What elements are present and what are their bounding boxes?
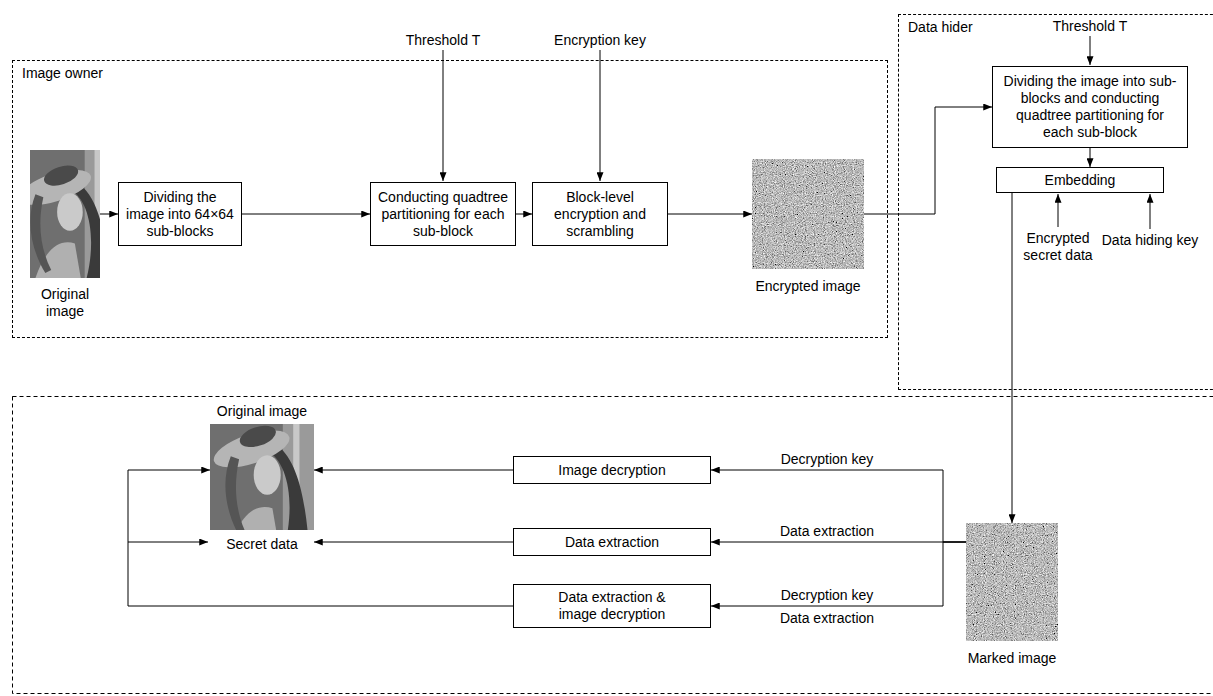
process-box: Dividing the image into 64×64 sub-blocks	[118, 182, 242, 246]
edge-label-holder: Decryption key	[757, 451, 897, 468]
image-figure: Marked image	[966, 523, 1058, 667]
key-label: Data extraction	[778, 610, 876, 627]
edge-label-holder: Data extraction	[757, 523, 897, 540]
image-figure: Original imageSecret data	[210, 403, 314, 553]
key-label: Threshold T	[1051, 18, 1129, 35]
key-label-holder: Threshold T	[1035, 18, 1145, 35]
branch-arrow	[128, 542, 208, 543]
key-label: Encryption key	[552, 32, 648, 49]
region-heading: Data hider	[899, 15, 982, 39]
marked-picture	[966, 523, 1058, 641]
node-text: Data extraction	[565, 534, 659, 551]
node-text: Dividing the image into sub-blocks and c…	[999, 73, 1181, 141]
flow-arrow	[711, 542, 966, 543]
key-arrow	[1058, 194, 1059, 227]
node-text: Embedding	[1045, 172, 1116, 189]
key-label-holder: Data extraction	[762, 610, 892, 627]
key-arrow	[443, 50, 444, 181]
image-figure: Encrypted image	[752, 159, 864, 295]
process-box: Image decryption	[513, 456, 711, 484]
edge-label: Decryption key	[779, 451, 876, 468]
flow-arrow	[314, 470, 513, 471]
edge-label: Decryption key	[779, 587, 876, 604]
edge-label: Data extraction	[778, 523, 876, 540]
edge-label-holder: Decryption key	[757, 587, 897, 604]
key-label-holder: Threshold T	[383, 32, 503, 49]
image-figure: Original image	[30, 150, 100, 320]
process-box: Block-level encryption and scrambling	[532, 182, 668, 246]
node-text: Conducting quadtree partitioning for eac…	[377, 189, 509, 240]
key-label-holder: Data hiding key	[1098, 232, 1202, 249]
flow-arrow	[1012, 193, 1013, 523]
original-picture	[15, 150, 114, 278]
receiver-region	[13, 397, 1213, 694]
flow-arrow	[711, 470, 966, 542]
flow-arrow	[711, 542, 966, 606]
flow-arrow	[100, 214, 118, 215]
flow-arrow	[668, 214, 752, 215]
key-label: Encrypted secret data	[1019, 230, 1097, 264]
key-label-holder: Encryption key	[540, 32, 660, 49]
flow-arrow	[516, 214, 532, 215]
key-arrow	[600, 50, 601, 181]
flow-arrow	[864, 107, 992, 214]
encrypted-picture	[752, 159, 864, 269]
process-box: Conducting quadtree partitioning for eac…	[370, 182, 516, 246]
key-arrow	[1090, 36, 1091, 65]
process-box: Data extraction & image decryption	[513, 584, 711, 628]
owner-region: Image ownerOriginal image Dividing the im…	[12, 60, 888, 338]
node-text: Image decryption	[558, 462, 665, 479]
flow-arrow	[128, 470, 513, 606]
flow-arrow	[1090, 148, 1091, 167]
recovered-picture	[210, 409, 314, 544]
key-label-holder: Encrypted secret data	[1019, 230, 1097, 264]
hider-region: Data hiderDividing the image into sub-bl…	[898, 14, 1213, 390]
key-label: Threshold T	[404, 32, 482, 49]
node-text: Original image	[217, 403, 307, 420]
node-text: Data extraction & image decryption	[543, 589, 681, 623]
flow-arrow	[314, 542, 513, 543]
node-text: Original image	[30, 286, 100, 320]
process-box: Dividing the image into sub-blocks and c…	[992, 66, 1188, 148]
node-text: Dividing the image into 64×64 sub-blocks	[125, 189, 235, 240]
node-text: Secret data	[226, 536, 298, 553]
node-text: Block-level encryption and scrambling	[539, 189, 661, 240]
key-label: Data hiding key	[1100, 232, 1201, 249]
key-arrow	[1150, 194, 1151, 229]
node-text: Marked image	[968, 650, 1057, 667]
flow-arrow	[242, 214, 370, 215]
process-box: Embedding	[996, 167, 1164, 193]
region-heading: Image owner	[13, 61, 112, 85]
process-box: Data extraction	[513, 528, 711, 556]
node-text: Encrypted image	[755, 278, 860, 295]
